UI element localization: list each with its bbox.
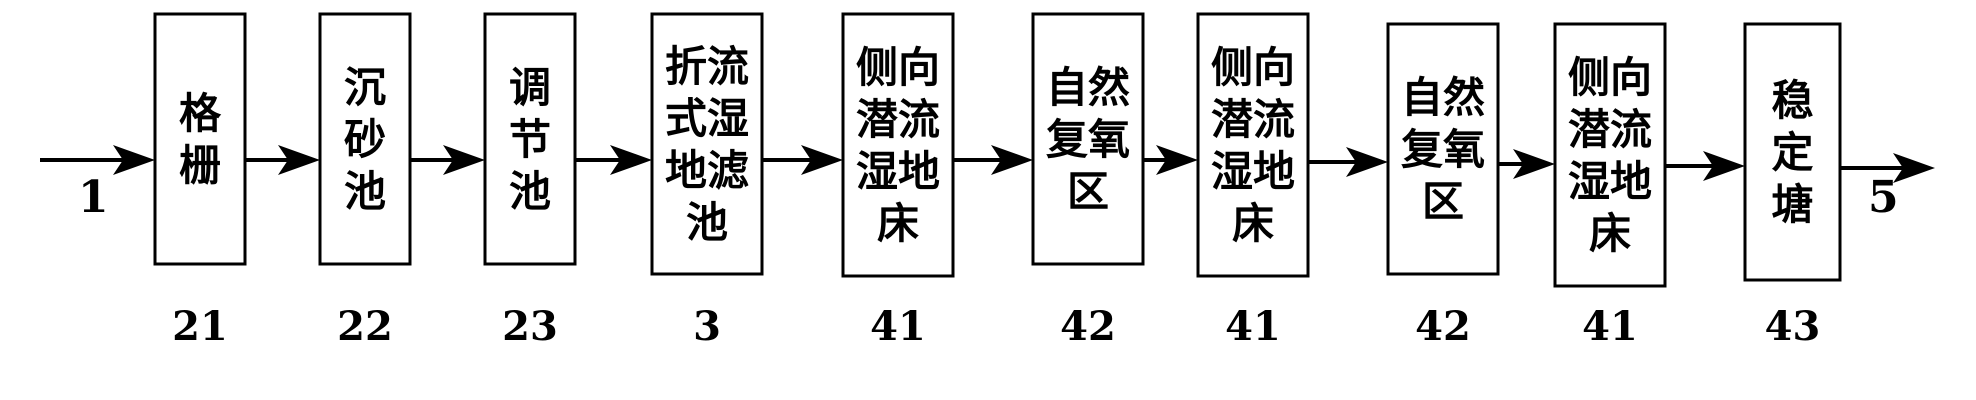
unit-label-line: 区 xyxy=(1422,177,1464,226)
unit-label-line: 调 xyxy=(509,63,551,112)
unit-label-line: 侧向 xyxy=(1568,53,1652,102)
arrow-head xyxy=(610,145,652,175)
unit-box xyxy=(1553,22,1667,288)
process-unit-10: 稳定塘 xyxy=(1743,22,1842,282)
arrow-head xyxy=(1156,145,1198,175)
unit-label-line: 复氧 xyxy=(1401,125,1485,174)
unit-label-line: 池 xyxy=(344,167,386,216)
unit-label-line: 节 xyxy=(509,115,551,164)
unit-label-line: 床 xyxy=(1589,209,1631,258)
flow-arrow xyxy=(1665,151,1745,181)
unit-label-line: 湿地 xyxy=(1568,157,1652,206)
unit-label-line: 潜流 xyxy=(856,95,940,144)
process-unit-1: 格栅 xyxy=(153,12,247,266)
unit-number: 41 xyxy=(870,303,926,350)
flow-arrow xyxy=(410,145,485,175)
process-units: 格栅沉砂池调节池折流式湿地滤池侧向潜流湿地床自然复氧区侧向潜流湿地床自然复氧区侧… xyxy=(153,12,1842,288)
unit-label-line: 区 xyxy=(1067,167,1109,216)
arrow-head xyxy=(443,145,485,175)
unit-label-line: 侧向 xyxy=(1211,43,1295,92)
unit-label-line: 潜流 xyxy=(1211,95,1295,144)
unit-number: 41 xyxy=(1225,303,1281,350)
unit-number: 43 xyxy=(1765,303,1821,350)
unit-label-line: 沉 xyxy=(344,63,386,112)
unit-label-line: 格 xyxy=(179,89,222,138)
unit-number: 42 xyxy=(1060,303,1116,350)
unit-number: 3 xyxy=(693,303,721,350)
arrow-head xyxy=(801,145,843,175)
unit-label-line: 自然 xyxy=(1401,73,1485,122)
unit-label-line: 稳 xyxy=(1771,76,1813,125)
unit-label-line: 栅 xyxy=(179,141,221,190)
unit-label-line: 池 xyxy=(686,198,728,247)
output-arrow xyxy=(1840,153,1935,183)
unit-box xyxy=(483,12,577,266)
output-label: 5 xyxy=(1868,172,1899,223)
unit-label-line: 床 xyxy=(877,199,919,248)
flow-arrow xyxy=(1498,149,1555,179)
unit-box xyxy=(1743,22,1842,282)
unit-label-line: 折流 xyxy=(665,42,749,91)
arrow-head xyxy=(1346,147,1388,177)
unit-label-line: 自然 xyxy=(1046,63,1130,112)
unit-label-line: 塘 xyxy=(1771,180,1813,229)
process-unit-3: 调节池 xyxy=(483,12,577,266)
unit-label-line: 砂 xyxy=(344,115,386,164)
unit-box xyxy=(650,12,764,276)
unit-label-line: 式湿 xyxy=(665,94,749,143)
flow-arrow xyxy=(1143,145,1198,175)
arrow-head xyxy=(991,145,1033,175)
flow-arrows xyxy=(40,145,1935,183)
input-label: 1 xyxy=(78,172,109,223)
process-unit-2: 沉砂池 xyxy=(318,12,412,266)
unit-number: 41 xyxy=(1582,303,1638,350)
unit-label-line: 定 xyxy=(1771,128,1813,177)
unit-label-line: 池 xyxy=(509,167,551,216)
unit-box xyxy=(1031,12,1145,266)
unit-label-line: 湿地 xyxy=(1211,147,1295,196)
unit-box xyxy=(318,12,412,266)
unit-label-line: 地滤 xyxy=(665,146,749,195)
unit-number: 42 xyxy=(1415,303,1471,350)
unit-label-line: 复氧 xyxy=(1046,115,1130,164)
unit-label-line: 侧向 xyxy=(856,43,940,92)
unit-number: 21 xyxy=(172,303,228,350)
arrow-head xyxy=(1513,149,1555,179)
input-arrow xyxy=(40,145,155,175)
flow-arrow xyxy=(953,145,1033,175)
flow-arrow xyxy=(575,145,652,175)
unit-box xyxy=(1386,22,1500,276)
unit-box xyxy=(153,12,247,266)
unit-box xyxy=(841,12,955,278)
unit-numbers: 21 22 23 3 41 42 41 42 41 43 xyxy=(172,303,1820,350)
unit-label-line: 潜流 xyxy=(1568,105,1652,154)
arrow-head xyxy=(278,145,320,175)
flow-arrow xyxy=(245,145,320,175)
flow-arrow xyxy=(1308,147,1388,177)
arrow-head xyxy=(1703,151,1745,181)
unit-label-line: 床 xyxy=(1232,199,1274,248)
unit-number: 22 xyxy=(337,303,393,350)
unit-number: 23 xyxy=(502,303,558,350)
arrow-head xyxy=(113,145,155,175)
flow-arrow xyxy=(762,145,843,175)
unit-label-line: 湿地 xyxy=(856,147,940,196)
arrow-head xyxy=(1893,153,1935,183)
unit-box xyxy=(1196,12,1310,278)
